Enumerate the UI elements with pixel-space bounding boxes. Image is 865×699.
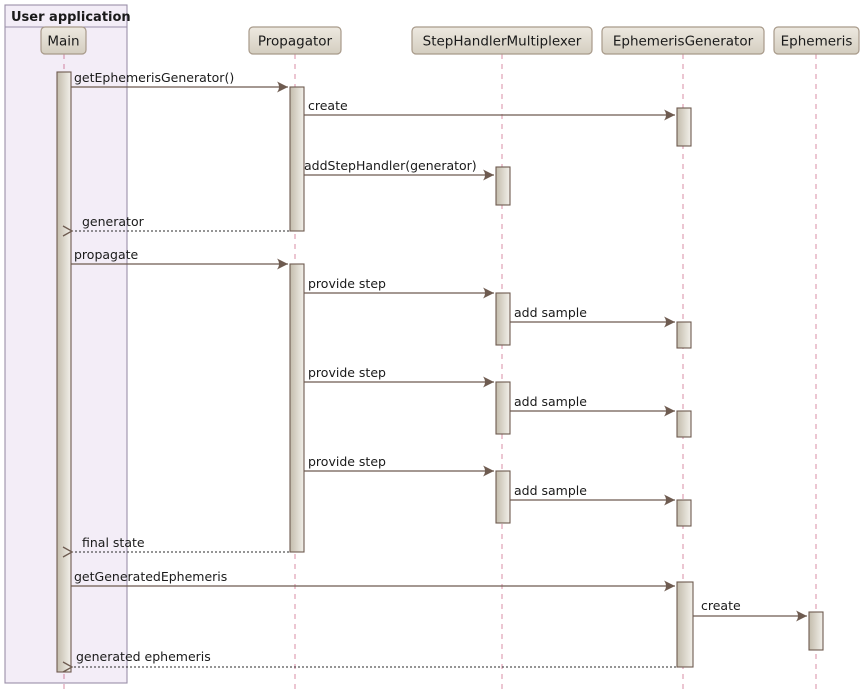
participant-label-ephem: Ephemeris [781, 34, 853, 50]
message-label-m8: provide step [308, 365, 386, 380]
participant-boxes-layer: Main Propagator StepHandlerMultiplexer Ephe… [40, 26, 860, 55]
participant-box-shmux[interactable] [411, 26, 593, 55]
participant-label-ephgen: EphemerisGenerator [613, 34, 754, 50]
message-arrowhead-m6 [483, 287, 494, 299]
activation-bar-act-prop-1 [289, 86, 305, 232]
participant-label-shmux: StepHandlerMultiplexer [423, 34, 582, 50]
message-label-m9: add sample [514, 394, 587, 409]
activation-bars-layer [56, 71, 824, 673]
message-arrowhead-m13 [664, 580, 675, 592]
message-label-m2: create [308, 98, 348, 113]
message-label-m1: getEphemerisGenerator() [74, 70, 234, 85]
message-label-m5: propagate [74, 247, 139, 262]
message-label-m15: generated ephemeris [76, 649, 211, 664]
activation-bar-act-shmux-3 [495, 470, 511, 524]
participant-box-main[interactable] [40, 26, 87, 55]
message-label-m13: getGeneratedEphemeris [74, 569, 227, 584]
message-arrowhead-m11 [664, 494, 675, 506]
message-arrowhead-m5 [277, 258, 288, 270]
participant-box-ephem[interactable] [773, 26, 860, 55]
activation-bar-act-shmux-2 [495, 381, 511, 435]
message-arrowhead-m7 [664, 316, 675, 328]
message-arrowhead-m14 [796, 610, 807, 622]
message-arrowhead-m3 [483, 169, 494, 181]
message-arrowhead-m2 [664, 109, 675, 121]
message-label-m10: provide step [308, 454, 386, 469]
message-arrowhead-m8 [483, 376, 494, 388]
message-label-m3: addStepHandler(generator) [304, 158, 477, 173]
message-label-m11: add sample [514, 483, 587, 498]
message-label-m12: final state [82, 535, 145, 550]
message-arrowhead-m15 [62, 661, 74, 673]
participant-box-prop[interactable] [248, 26, 342, 55]
activation-bar-act-main [56, 71, 72, 673]
participant-box-ephgen[interactable] [601, 26, 765, 55]
message-label-m14: create [701, 598, 741, 613]
activation-bar-act-ephgen-s3 [676, 499, 692, 527]
activation-bar-act-shmux-0 [495, 166, 511, 206]
message-arrowhead-m1 [277, 81, 288, 93]
activation-bar-act-prop-2 [289, 263, 305, 553]
activation-bar-act-ephem-2 [808, 611, 824, 651]
group-label-user-application: User application [11, 10, 131, 25]
messages-layer: getEphemerisGenerator() create addStepHand… [62, 70, 807, 673]
participant-label-main: Main [47, 34, 79, 50]
activation-bar-act-ephgen-1 [676, 107, 692, 147]
message-label-m4: generator [82, 214, 145, 229]
activation-bar-act-ephgen-2 [676, 581, 694, 668]
message-label-m7: add sample [514, 305, 587, 320]
message-arrowhead-m12 [62, 546, 74, 558]
participant-label-prop: Propagator [258, 34, 333, 50]
message-arrowhead-m4 [62, 225, 74, 237]
activation-bar-act-ephgen-s2 [676, 410, 692, 438]
activation-bar-act-ephgen-s1 [676, 321, 692, 349]
message-arrowhead-m9 [664, 405, 675, 417]
message-label-m6: provide step [308, 276, 386, 291]
activation-bar-act-shmux-1 [495, 292, 511, 346]
message-arrowhead-m10 [483, 465, 494, 477]
